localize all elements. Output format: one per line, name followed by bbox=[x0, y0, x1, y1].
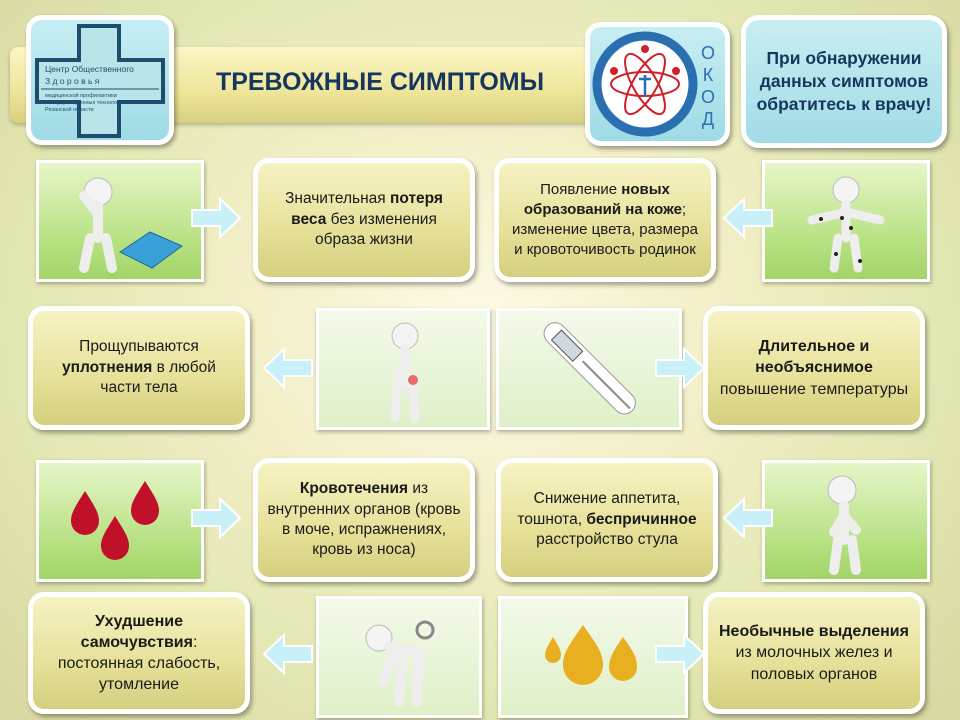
symptom-card-discharge: Необычные выделения из молочных желез и … bbox=[703, 592, 925, 714]
text-segment: из молочных желез и половых органов bbox=[735, 644, 893, 683]
arrow-right-icon bbox=[655, 632, 706, 676]
okod-letter: О bbox=[700, 87, 715, 107]
symptom-card-skin-growths: Появление новых образований на коже; изм… bbox=[494, 158, 716, 282]
card-text: Необычные выделения из молочных желез и … bbox=[716, 621, 912, 684]
tired-person-icon bbox=[365, 620, 435, 707]
card-text: Ухудшение самочувствия: постоянная слабо… bbox=[41, 611, 237, 695]
svg-text:Рязанской области: Рязанской области bbox=[45, 106, 94, 113]
text-segment: без изменения образа жизни bbox=[315, 210, 437, 249]
text-segment: Прощупываются bbox=[79, 338, 199, 356]
text-segment: : постоянная слабость, утомление bbox=[57, 633, 221, 694]
highlighted-text: Длительное и необъяснимое bbox=[755, 338, 873, 377]
text-segment: расстройство стула bbox=[536, 531, 678, 549]
highlighted-text: Кровотечения bbox=[299, 480, 409, 498]
text-segment: из внутренних органов (кровь в моче, исп… bbox=[267, 480, 461, 559]
card-text: Длительное и необъяснимое повышение темп… bbox=[716, 336, 912, 399]
svg-text:З д о р о в ь я: З д о р о в ь я bbox=[45, 76, 100, 86]
card-text: Значительная потеря веса без изменения о… bbox=[266, 189, 462, 250]
highlighted-text: новых образований на коже bbox=[523, 181, 682, 219]
arrow-left-icon bbox=[722, 496, 773, 540]
symptom-card-digestion: Снижение аппетита, тошнота, беспричинное… bbox=[496, 458, 718, 582]
svg-text:и информационных технологий: и информационных технологий bbox=[45, 99, 125, 106]
person-stomach-ache-icon bbox=[827, 475, 861, 575]
person-skin-spots-icon bbox=[807, 176, 885, 273]
cross-logo-icon: Центр Общественного З д о р о в ь я меди… bbox=[35, 24, 165, 138]
image-stomach-ache bbox=[762, 460, 930, 582]
symptom-card-lumps: Прощупываются уплотнения в любой части т… bbox=[28, 306, 250, 430]
logo-public-health-center: Центр Общественного З д о р о в ь я меди… bbox=[26, 15, 174, 145]
arrow-left-icon bbox=[262, 346, 313, 390]
image-skin-spots bbox=[762, 160, 930, 282]
card-text: Кровотечения из внутренних органов (кров… bbox=[266, 479, 462, 561]
person-lump-icon bbox=[390, 322, 420, 423]
svg-text:медицинской профилактики: медицинской профилактики bbox=[45, 92, 117, 99]
thermometer-icon bbox=[543, 322, 636, 415]
okod-letter: Д bbox=[701, 109, 715, 129]
arrow-right-icon bbox=[191, 196, 242, 240]
text-segment: Появление bbox=[540, 181, 622, 199]
image-weight-loss bbox=[36, 160, 204, 282]
text-segment: ; изменение цвета, размера и кровоточиво… bbox=[511, 201, 699, 258]
symptom-card-bleeding: Кровотечения из внутренних органов (кров… bbox=[253, 458, 475, 582]
text-segment: в любой части тела bbox=[100, 358, 216, 397]
card-text: Снижение аппетита, тошнота, беспричинное… bbox=[509, 489, 705, 550]
highlighted-text: потеря веса bbox=[291, 190, 443, 228]
symptom-card-weight-loss: Значительная потеря веса без изменения о… bbox=[253, 158, 475, 282]
image-blood bbox=[36, 460, 204, 582]
okod-letter: К bbox=[702, 65, 714, 85]
text-segment: повышение температуры bbox=[719, 380, 909, 398]
arrow-right-icon bbox=[655, 346, 706, 390]
yellow-drops-icon bbox=[545, 625, 637, 685]
highlighted-text: беспричинное bbox=[586, 510, 697, 528]
text-segment: Снижение аппетита, тошнота, bbox=[517, 490, 681, 528]
see-doctor-notice: При обнаружении данных симптомов обратит… bbox=[741, 15, 947, 148]
arrow-right-icon bbox=[191, 496, 242, 540]
symptom-card-fever: Длительное и необъяснимое повышение темп… bbox=[703, 306, 925, 430]
okod-letter: О bbox=[700, 43, 715, 63]
highlighted-text: Ухудшение самочувствия bbox=[80, 612, 193, 651]
person-headache-scale-icon bbox=[79, 177, 183, 273]
arrow-left-icon bbox=[262, 632, 313, 676]
page-title: ТРЕВОЖНЫЕ СИМПТОМЫ bbox=[215, 68, 545, 96]
text-segment: Значительная bbox=[285, 190, 390, 208]
arrow-left-icon bbox=[722, 196, 773, 240]
card-text: Прощупываются уплотнения в любой части т… bbox=[41, 337, 237, 398]
highlighted-text: уплотнения bbox=[62, 358, 153, 376]
atom-emblem-icon bbox=[592, 31, 698, 137]
highlighted-text: Необычные выделения bbox=[719, 623, 909, 641]
blood-drops-icon bbox=[71, 481, 159, 560]
logo-okod bbox=[585, 22, 730, 146]
image-lump bbox=[316, 308, 490, 430]
image-fatigue bbox=[316, 596, 482, 718]
card-text: Появление новых образований на коже; изм… bbox=[507, 180, 703, 259]
svg-text:Центр Общественного: Центр Общественного bbox=[45, 64, 134, 74]
symptom-card-fatigue: Ухудшение самочувствия: постоянная слабо… bbox=[28, 592, 250, 714]
okod-letters: О К О Д bbox=[698, 42, 718, 130]
